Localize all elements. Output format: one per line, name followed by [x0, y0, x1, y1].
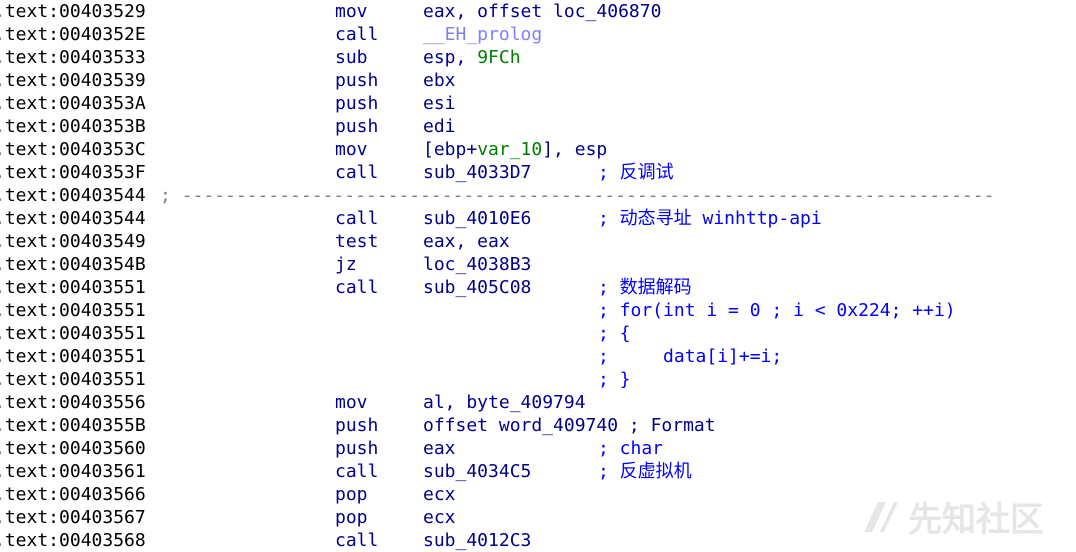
operand-text[interactable]: sub_4012C3 — [423, 530, 532, 551]
instruction-operands[interactable]: ecx — [423, 506, 456, 529]
line-address[interactable]: .text:00403549 — [0, 231, 146, 252]
line-address[interactable]: .text:00403551 — [0, 300, 146, 321]
line-comment: ; 反调试 — [598, 162, 674, 183]
line-comment: ; char — [598, 438, 664, 459]
line-address[interactable]: .text:00403533 — [0, 47, 146, 68]
line-address[interactable]: .text:00403544 — [0, 208, 146, 229]
instruction-operands[interactable]: loc_4038B3 — [423, 253, 531, 276]
instruction-mnemonic[interactable]: call — [335, 208, 379, 229]
line-comment: ; data[i]+=i; — [598, 346, 783, 367]
line-address[interactable]: .text:00403551 — [0, 346, 146, 367]
watermark: 先知社区 — [860, 492, 1044, 541]
operand-text[interactable]: sub_405C08 — [423, 277, 532, 298]
line-address[interactable]: .text:00403551 — [0, 369, 146, 390]
line-comment: ; { — [598, 323, 631, 344]
line-comment: ; 数据解码 — [598, 277, 692, 298]
line-address[interactable]: .text:00403551 — [0, 323, 146, 344]
operand-text[interactable]: ebx — [423, 70, 456, 91]
instruction-operands[interactable]: al, byte_409794 — [423, 391, 586, 414]
numeric-operand[interactable]: 9FCh — [477, 47, 521, 68]
instruction-operands[interactable]: sub_4033D7 — [423, 161, 531, 184]
instruction-operands[interactable]: __EH_prolog — [423, 23, 542, 46]
separator-comment: ; --------------------------------------… — [160, 185, 995, 206]
instruction-mnemonic[interactable]: pop — [335, 484, 368, 505]
instruction-mnemonic[interactable]: pop — [335, 507, 368, 528]
instruction-operands[interactable]: sub_4012C3 — [423, 529, 531, 552]
instruction-operands[interactable]: edi — [423, 115, 456, 138]
operand-text[interactable]: esp, — [423, 47, 478, 68]
line-address[interactable]: .text:00403567 — [0, 507, 146, 528]
instruction-mnemonic[interactable]: call — [335, 277, 379, 298]
instruction-mnemonic[interactable]: jz — [335, 254, 357, 275]
instruction-operands[interactable]: ecx — [423, 483, 456, 506]
operand-text[interactable]: ecx — [423, 507, 456, 528]
instruction-operands[interactable]: [ebp+var_10], esp — [423, 138, 607, 161]
operand-text[interactable]: offset word_409740 ; Format — [423, 415, 716, 436]
line-comment: ; for(int i = 0 ; i < 0x224; ++i) — [598, 300, 956, 321]
operand-text[interactable]: eax, eax — [423, 231, 510, 252]
instruction-mnemonic[interactable]: push — [335, 415, 379, 436]
line-address[interactable]: .text:00403566 — [0, 484, 146, 505]
instruction-operands[interactable]: offset word_409740 ; Format — [423, 414, 716, 437]
line-address[interactable]: .text:0040353A — [0, 93, 146, 114]
operand-text[interactable]: loc_4038B3 — [423, 254, 532, 275]
operand-text[interactable]: eax, offset loc_406870 — [423, 1, 662, 22]
instruction-mnemonic[interactable]: mov — [335, 139, 368, 160]
watermark-text: 先知社区 — [908, 500, 1044, 540]
line-address[interactable]: .text:00403551 — [0, 277, 146, 298]
instruction-mnemonic[interactable]: push — [335, 70, 379, 91]
instruction-mnemonic[interactable]: mov — [335, 392, 368, 413]
disassembly-listing: .text:00403529 mov eax, offset loc_406870.… — [0, 0, 995, 551]
instruction-mnemonic[interactable]: push — [335, 93, 379, 114]
instruction-operands[interactable]: sub_405C08 — [423, 276, 531, 299]
line-address[interactable]: .text:00403529 — [0, 1, 146, 22]
instruction-mnemonic[interactable]: test — [335, 231, 379, 252]
operand-text[interactable]: ecx — [423, 484, 456, 505]
line-address[interactable]: .text:0040355B — [0, 415, 146, 436]
operand-text[interactable]: esi — [423, 93, 456, 114]
instruction-mnemonic[interactable]: push — [335, 116, 379, 137]
line-comment: ; 动态寻址 winhttp-api — [598, 208, 822, 229]
line-address[interactable]: .text:00403561 — [0, 461, 146, 482]
instruction-operands[interactable]: sub_4034C5 — [423, 460, 531, 483]
instruction-mnemonic[interactable]: sub — [335, 47, 368, 68]
line-address[interactable]: .text:00403560 — [0, 438, 146, 459]
line-address[interactable]: .text:0040353C — [0, 139, 146, 160]
line-address[interactable]: .text:0040353B — [0, 116, 146, 137]
stack-variable[interactable]: var_10 — [477, 139, 543, 160]
operand-text[interactable]: eax — [423, 438, 456, 459]
line-address[interactable]: .text:00403556 — [0, 392, 146, 413]
line-address[interactable]: .text:0040353F — [0, 162, 146, 183]
instruction-operands[interactable]: sub_4010E6 — [423, 207, 531, 230]
operand-text[interactable]: sub_4033D7 — [423, 162, 532, 183]
line-comment: ; } — [598, 369, 631, 390]
line-comment: ; 反虚拟机 — [598, 461, 692, 482]
operand-text[interactable]: edi — [423, 116, 456, 137]
line-address[interactable]: .text:00403539 — [0, 70, 146, 91]
line-address[interactable]: .text:00403544 — [0, 185, 146, 206]
instruction-operands[interactable]: ebx — [423, 69, 456, 92]
instruction-operands[interactable]: eax, eax — [423, 230, 510, 253]
instruction-mnemonic[interactable]: call — [335, 530, 379, 551]
instruction-mnemonic[interactable]: call — [335, 162, 379, 183]
instruction-operands[interactable]: eax — [423, 437, 456, 460]
instruction-mnemonic[interactable]: call — [335, 461, 379, 482]
xianzhi-logo-icon — [864, 501, 898, 532]
instruction-mnemonic[interactable]: call — [335, 24, 379, 45]
operand-text[interactable]: sub_4034C5 — [423, 461, 532, 482]
library-function-name[interactable]: __EH_prolog — [423, 24, 543, 45]
line-address[interactable]: .text:00403568 — [0, 530, 146, 551]
line-address[interactable]: .text:0040352E — [0, 24, 146, 45]
operand-text[interactable]: sub_4010E6 — [423, 208, 532, 229]
operand-text[interactable]: [ebp+ — [423, 139, 478, 160]
operand-text[interactable]: ], esp — [542, 139, 608, 160]
instruction-mnemonic[interactable]: mov — [335, 1, 368, 22]
instruction-operands[interactable]: esi — [423, 92, 456, 115]
instruction-operands[interactable]: eax, offset loc_406870 — [423, 0, 661, 23]
instruction-operands[interactable]: esp, 9FCh — [423, 46, 521, 69]
instruction-mnemonic[interactable]: push — [335, 438, 379, 459]
line-address[interactable]: .text:0040354B — [0, 254, 146, 275]
operand-text[interactable]: al, byte_409794 — [423, 392, 586, 413]
